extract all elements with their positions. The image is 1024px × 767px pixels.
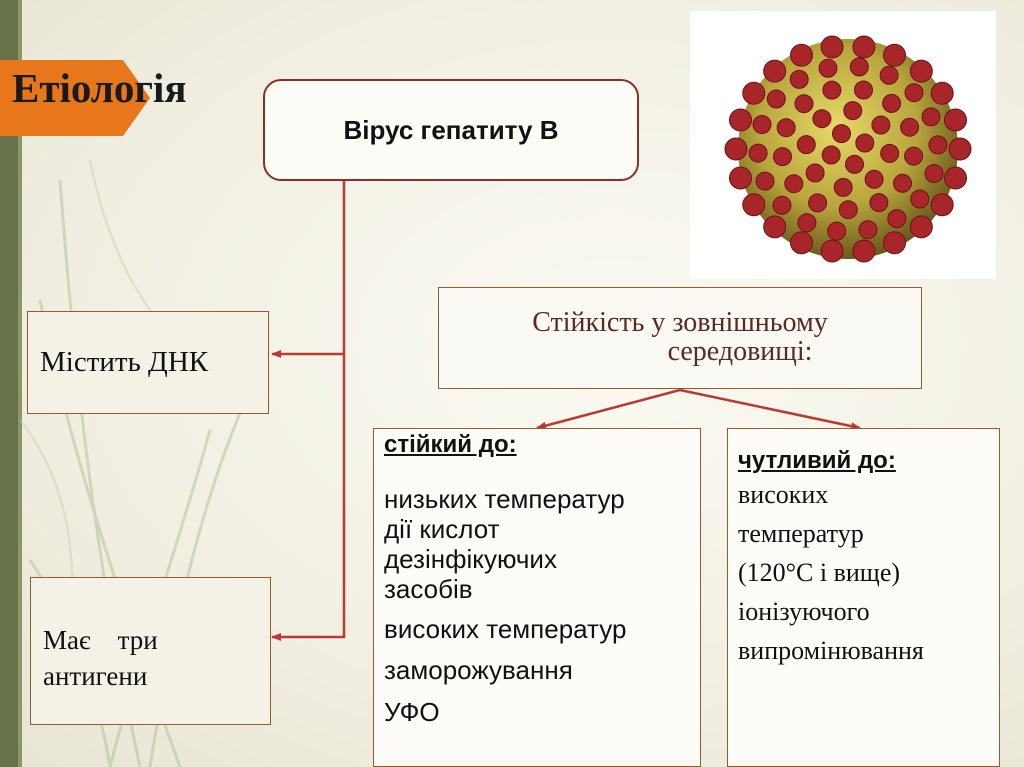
dna-label: Містить ДНК (40, 346, 209, 378)
virus-spike (852, 239, 876, 263)
virus-spike (742, 193, 766, 217)
arrow-to-antigens (271, 181, 346, 641)
virus-spike (871, 115, 891, 135)
virus-spike (818, 58, 838, 78)
page-title: Етіологія (12, 65, 187, 111)
virus-spike (858, 220, 878, 240)
virus-spike (821, 145, 841, 165)
virus-spike (887, 209, 907, 229)
arrow-to-sensitive (679, 388, 861, 431)
antigen-box: Має три антигени (30, 577, 271, 725)
virus-spike (852, 35, 876, 59)
virus-spike (820, 239, 844, 263)
resistant-item: дезінфікуючих (384, 543, 557, 574)
virus-spike (838, 200, 858, 220)
virus-spike (948, 137, 972, 161)
virus-spike (812, 109, 832, 129)
virus-illustration (690, 11, 996, 279)
virus-spike (833, 177, 853, 197)
virus-spike (843, 101, 863, 121)
virus-spike (904, 83, 924, 103)
virus-spike (869, 193, 889, 213)
virus-spike (854, 80, 873, 100)
virus-spike (832, 124, 851, 144)
virus-spike (729, 108, 752, 132)
sensitive-item: температур (738, 519, 864, 548)
resistant-box: стійкий до: низьких температур дії кисло… (373, 428, 701, 767)
sensitive-item: випромінювання (738, 636, 924, 665)
stability-line-1: Стійкість у зовнішньому (532, 307, 828, 338)
virus-spike (904, 146, 924, 166)
virus-spike (883, 43, 906, 67)
virus-spike (928, 135, 948, 155)
virus-spike (772, 195, 792, 215)
virus-spike (893, 173, 912, 193)
virus-spike (909, 59, 933, 83)
virus-spike (822, 80, 842, 100)
virus-spike (909, 215, 933, 239)
sensitive-item: (120°С і вище) (738, 558, 901, 587)
virus-spike (944, 166, 967, 190)
virus-spike (755, 171, 775, 191)
virus-spike (766, 89, 786, 109)
virus-spike (808, 193, 828, 213)
virus-spike (900, 117, 920, 137)
virus-spike (845, 154, 864, 174)
virus-spike (880, 143, 900, 163)
virus-spike (921, 107, 941, 127)
virus-spike (773, 147, 792, 167)
sensitive-item: іонізуючого (738, 597, 870, 626)
virus-spike (794, 94, 814, 114)
virus-spike (930, 81, 954, 105)
stability-line-2: середовищі: (667, 336, 813, 368)
virus-spike (879, 65, 899, 85)
virus-spike (805, 163, 825, 183)
virus-spike (930, 193, 954, 217)
virus-spike (752, 115, 772, 134)
virus-spike (882, 93, 902, 113)
stability-box: Стійкість у зовнішньому середовищі: (438, 287, 922, 389)
title-tab (0, 60, 150, 136)
virus-spike (763, 215, 787, 239)
virus-spike (742, 81, 766, 105)
resistant-item: засобів (384, 573, 473, 604)
sensitive-header: чутливий до: (738, 447, 896, 474)
resistant-item: дії кислот (384, 513, 500, 544)
resistant-header: стійкий до: (384, 431, 517, 458)
virus-spike (729, 166, 752, 190)
virus-spike (864, 169, 884, 189)
sensitive-box: чутливий до: високих температур (120°С і… (727, 428, 1000, 767)
arrow-to-resistant (536, 388, 681, 430)
virus-spike (748, 143, 768, 163)
resistant-item: УФО (384, 696, 440, 727)
virus-spike (763, 59, 787, 83)
antigen-line-1: Має три (43, 625, 158, 655)
virus-spike (790, 43, 813, 67)
antigen-line-2: антигени (43, 661, 148, 692)
virus-spike (924, 164, 944, 183)
virus-spike (944, 108, 967, 132)
virus-spike (883, 231, 906, 255)
resistant-item: заморожування (384, 655, 573, 686)
virus-spike (797, 213, 817, 233)
virus-spike (796, 135, 816, 155)
sensitive-item: високих (738, 480, 829, 509)
virus-spike (855, 133, 875, 153)
sidebar-stripe-light (18, 0, 22, 767)
virus-spike (790, 231, 813, 255)
virus-spike (776, 118, 796, 138)
virus-box: Вірус гепатиту В (263, 79, 639, 181)
virus-spike (789, 69, 809, 89)
virus-spike (827, 221, 847, 241)
virus-spike (724, 137, 748, 161)
virus-spike (849, 57, 869, 77)
virus-spike (910, 189, 930, 209)
virus-spike (820, 35, 844, 59)
resistant-item: високих температур (384, 613, 627, 644)
sidebar-stripe (0, 0, 18, 767)
resistant-item: низьких температур (384, 484, 625, 514)
virus-spike (784, 174, 804, 194)
dna-box: Містить ДНК (27, 311, 269, 414)
